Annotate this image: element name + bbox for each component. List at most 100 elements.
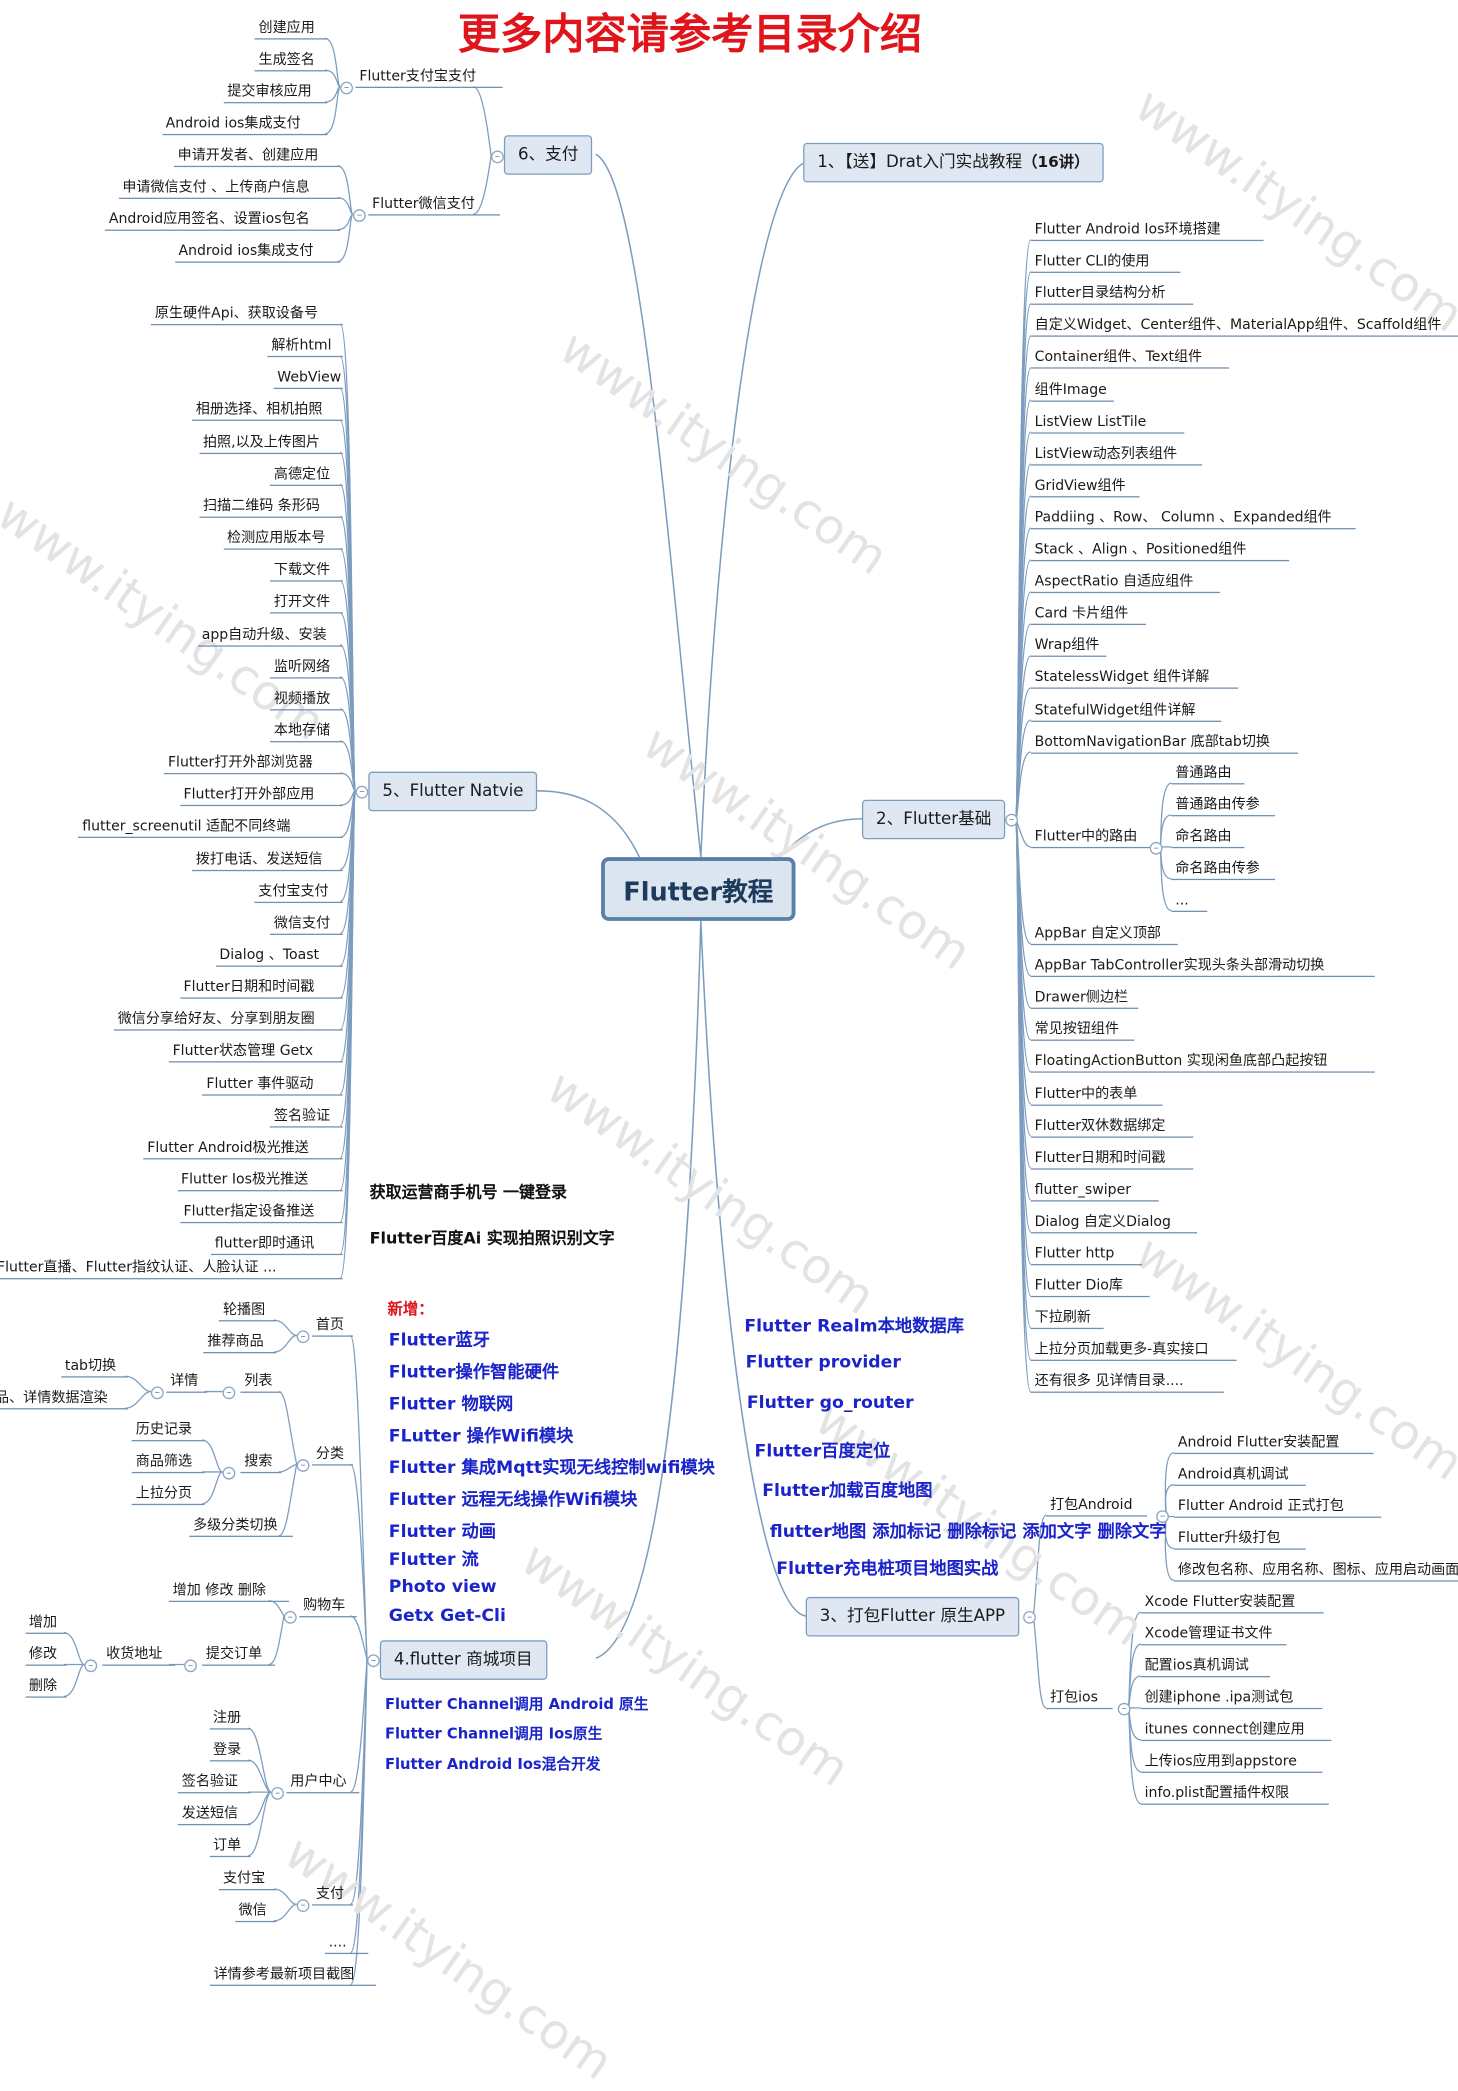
connector [1032, 1615, 1047, 1709]
leaf-underline [179, 997, 343, 999]
new-topic-right: Flutter充电桩项目地图实战 [776, 1558, 999, 1580]
list-toggle[interactable]: – [222, 1386, 236, 1400]
connector [324, 37, 341, 88]
new-topic-right: Flutter百度定位 [754, 1441, 891, 1462]
leaf-underline [1140, 1803, 1330, 1805]
alipay-step: 创建应用 [258, 19, 315, 36]
leaf-underline [1140, 1612, 1324, 1614]
leaf-underline [1030, 527, 1356, 530]
leaf-underline [324, 1952, 369, 1955]
central-topic[interactable]: Flutter教程 [601, 857, 796, 921]
leaf-underline [209, 1760, 251, 1762]
connector [339, 790, 357, 1279]
leaf-underline [177, 1823, 251, 1826]
search-toggle[interactable]: – [222, 1466, 236, 1480]
basics-item: Stack 、Align 、Positioned组件 [1034, 540, 1247, 558]
branch-6-toggle[interactable]: – [491, 150, 504, 164]
leaf-underline [164, 773, 343, 775]
native-item: 解析html [271, 336, 332, 354]
leaf-underline [270, 1125, 343, 1128]
leaf-underline [1030, 943, 1179, 946]
leaf-underline [1140, 1707, 1322, 1710]
leaf-underline [1030, 1007, 1139, 1010]
ios-toggle[interactable]: – [1117, 1702, 1131, 1716]
route-item: 普通路由 [1175, 764, 1232, 781]
basics-item: Card 卡片组件 [1034, 604, 1129, 622]
connector [247, 1791, 272, 1857]
leaf-underline [1030, 399, 1115, 402]
new-topic: FLutter 操作Wifi模块 [388, 1426, 574, 1447]
leaf-underline [1030, 495, 1140, 498]
branch-5-native[interactable]: 5、Flutter Natvie [368, 771, 538, 812]
basics-item: Drawer侧边栏 [1034, 988, 1129, 1006]
leaf-underline [179, 1222, 343, 1224]
wechat-toggle[interactable]: – [352, 209, 366, 222]
category-toggle[interactable]: – [296, 1459, 310, 1472]
ios-step: Xcode Flutter安装配置 [1144, 1593, 1296, 1610]
ios-step: Xcode管理证书文件 [1144, 1624, 1273, 1642]
leaf-underline [270, 676, 343, 679]
leaf-underline [1171, 910, 1208, 912]
leaf-underline [1030, 846, 1163, 849]
connector [273, 1903, 297, 1922]
leaf-underline [1030, 303, 1194, 306]
leaf-underline [1171, 783, 1245, 785]
leaf-underline [240, 1471, 282, 1474]
search-item: 上拉分页 [135, 1484, 193, 1502]
branch-1-dart[interactable]: 1、【送】Drat入门实战教程（16讲） [803, 142, 1104, 183]
branch-3-toggle[interactable]: – [1023, 1610, 1036, 1624]
branch-6-payment[interactable]: 6、支付 [503, 135, 593, 175]
leaf-underline [270, 612, 343, 614]
user-toggle[interactable]: – [271, 1786, 284, 1800]
leaf-underline [78, 837, 343, 839]
new-topic: Flutter 物联网 [388, 1394, 514, 1415]
leaf-underline [118, 197, 341, 199]
category-list: 列表 [244, 1372, 273, 1390]
home-item: 轮播图 [222, 1301, 266, 1318]
branch-3-packaging[interactable]: 3、打包Flutter 原生APP [805, 1596, 1020, 1637]
basics-item: Flutter Dio库 [1034, 1276, 1123, 1294]
native-item: 支付宝支付 [258, 882, 329, 899]
leaf-underline [177, 1190, 343, 1192]
connector [1014, 818, 1032, 1393]
route-item: 命名路由传参 [1175, 859, 1260, 877]
android-toggle[interactable]: – [1156, 1510, 1169, 1523]
leaf-underline [1046, 1707, 1113, 1710]
branch-2-basics[interactable]: 2、Flutter基础 [861, 799, 1006, 840]
leaf-underline [1030, 752, 1298, 754]
branch-5-toggle[interactable]: – [355, 785, 369, 799]
leaf-underline [25, 1664, 67, 1666]
leaf-underline [173, 165, 341, 168]
leaf-underline [1030, 367, 1229, 370]
address-toggle[interactable]: – [84, 1659, 98, 1673]
native-item: WebView [277, 368, 342, 386]
native-item: 签名验证 [273, 1106, 331, 1124]
alipay-toggle[interactable]: – [340, 81, 353, 95]
leaf-underline [202, 1093, 343, 1096]
android-step: 修改包名称、应用名称、图标、应用启动画面 [1177, 1561, 1458, 1578]
home-toggle[interactable]: – [296, 1330, 310, 1344]
connector [247, 1727, 272, 1793]
leaf-underline [270, 740, 343, 743]
connector [273, 1334, 297, 1353]
leaf-underline [223, 548, 343, 550]
basics-item: StatelessWidget 组件详解 [1034, 668, 1210, 686]
new-topic: Getx Get-Cli [388, 1605, 506, 1627]
connector [350, 1659, 368, 1986]
order-toggle[interactable]: – [184, 1659, 197, 1673]
leaf-underline [105, 229, 341, 231]
shop-cart: 购物车 [303, 1596, 346, 1614]
wechat-step: Android应用签名、设置ios包名 [108, 210, 310, 228]
branch-2-toggle[interactable]: – [1005, 813, 1019, 827]
branch-4-shop[interactable]: 4.flutter 商城项目 [379, 1640, 547, 1680]
pay-toggle[interactable]: – [296, 1899, 310, 1912]
leaf-underline [299, 1616, 357, 1618]
native-item: 微信支付 [273, 914, 331, 931]
cart-toggle[interactable]: – [283, 1610, 297, 1624]
branch-4-toggle[interactable]: – [367, 1654, 380, 1668]
routing-toggle[interactable]: – [1149, 841, 1163, 855]
shop-user-center: 用户中心 [290, 1772, 347, 1790]
detail-toggle[interactable]: – [150, 1386, 164, 1400]
leaf-underline [174, 261, 341, 263]
category-multilevel: 多级分类切换 [193, 1516, 278, 1534]
